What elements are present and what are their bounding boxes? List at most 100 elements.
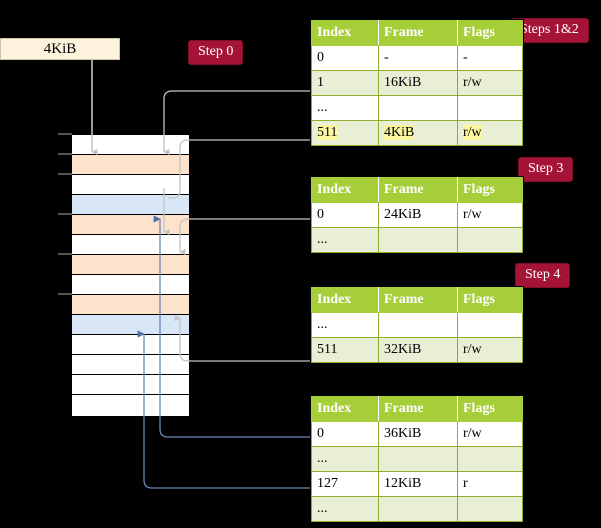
table-row[interactable]: ... (311, 496, 523, 522)
table-row[interactable]: ... (311, 95, 523, 121)
cell-flags (457, 227, 523, 253)
memory-tick (58, 213, 72, 215)
cell-index: 0 (311, 421, 379, 447)
page-table-1: Index Frame Flags 0 - - 1 16KiB r/w ... (311, 20, 523, 146)
table-header-row: Index Frame Flags (311, 177, 523, 203)
cell-flags (457, 496, 523, 522)
cell-frame (378, 312, 458, 338)
memory-tick (58, 293, 72, 295)
memory-row (72, 175, 189, 195)
virtual-address-box: 4KiB (0, 38, 120, 60)
cell-frame: - (378, 45, 458, 71)
page-table-2: Index Frame Flags 0 24KiB r/w ... (311, 177, 523, 253)
cell-index: ... (311, 227, 379, 253)
column-header-index: Index (311, 177, 379, 203)
cell-index: ... (311, 95, 379, 121)
cell-flags (457, 95, 523, 121)
memory-tick (58, 153, 72, 155)
column-header-index: Index (311, 287, 379, 313)
memory-tick (58, 133, 72, 135)
cell-index: ... (311, 312, 379, 338)
table-row[interactable]: ... (311, 227, 523, 253)
badge-steps-1-2: Steps 1&2 (511, 19, 588, 42)
memory-row (72, 315, 189, 335)
cell-index: 0 (311, 45, 379, 71)
badge-step-0-label: Step 0 (198, 44, 234, 59)
badge-step-0: Step 0 (189, 41, 243, 64)
table-header-row: Index Frame Flags (311, 396, 523, 422)
table-row[interactable]: ... (311, 312, 523, 338)
column-header-frame: Frame (378, 396, 458, 422)
column-header-frame: Frame (378, 287, 458, 313)
memory-row (72, 375, 189, 395)
badge-step-4-label: Step 4 (525, 267, 561, 282)
wire-step4 (174, 314, 312, 362)
table-row[interactable]: 1 16KiB r/w (311, 70, 523, 96)
memory-row (72, 235, 189, 255)
table-row[interactable]: 0 - - (311, 45, 523, 71)
page-table-3: Index Frame Flags ... 511 32KiB r/w (311, 287, 523, 363)
memory-row (72, 135, 189, 155)
cell-frame: 16KiB (378, 70, 458, 96)
column-header-flags: Flags (457, 396, 523, 422)
memory-row (72, 255, 189, 275)
cell-frame (378, 446, 458, 472)
cell-flags: r/w (457, 337, 523, 363)
cell-index: ... (311, 446, 379, 472)
badge-step-4: Step 4 (516, 264, 570, 287)
cell-frame: 36KiB (378, 421, 458, 447)
badge-step-3-label: Step 3 (528, 161, 564, 176)
cell-frame: 32KiB (378, 337, 458, 363)
cell-flags: r/w (457, 421, 523, 447)
cell-frame (378, 95, 458, 121)
memory-row (72, 355, 189, 375)
table-row-highlighted[interactable]: 511 4KiB r/w (311, 120, 523, 146)
cell-frame: 24KiB (378, 202, 458, 228)
table-row[interactable]: 127 12KiB r (311, 471, 523, 497)
table-header-row: Index Frame Flags (311, 20, 523, 46)
badge-step-3: Step 3 (519, 158, 573, 181)
table-row[interactable]: ... (311, 446, 523, 472)
table-row[interactable]: 0 36KiB r/w (311, 421, 523, 447)
memory-row (72, 295, 189, 315)
memory-row (72, 335, 189, 355)
virtual-address-label: 4KiB (43, 41, 77, 57)
memory-row (72, 215, 189, 235)
cell-index: 1 (311, 70, 379, 96)
memory-row (72, 275, 189, 295)
cell-frame (378, 496, 458, 522)
wire-step3 (179, 218, 312, 256)
column-header-index: Index (311, 20, 379, 46)
cell-index: 0 (311, 202, 379, 228)
cell-flags: r (457, 471, 523, 497)
physical-memory-column (70, 133, 191, 416)
column-header-index: Index (311, 396, 379, 422)
cell-index: ... (311, 496, 379, 522)
memory-row (72, 195, 189, 215)
column-header-frame: Frame (378, 177, 458, 203)
cell-frame: 12KiB (378, 471, 458, 497)
cell-flags: r/w (457, 120, 523, 146)
cell-flags (457, 446, 523, 472)
column-header-frame: Frame (378, 20, 458, 46)
page-table-4: Index Frame Flags 0 36KiB r/w ... 127 12… (311, 396, 523, 522)
column-header-flags: Flags (457, 177, 523, 203)
memory-row (72, 395, 189, 416)
column-header-flags: Flags (457, 20, 523, 46)
cell-flags: r/w (457, 70, 523, 96)
cell-frame (378, 227, 458, 253)
memory-row (72, 155, 189, 175)
table-row[interactable]: 0 24KiB r/w (311, 202, 523, 228)
cell-flags (457, 312, 523, 338)
table-row[interactable]: 511 32KiB r/w (311, 337, 523, 363)
memory-tick (58, 173, 72, 175)
badge-steps-1-2-label: Steps 1&2 (520, 22, 579, 37)
table-header-row: Index Frame Flags (311, 287, 523, 313)
cell-flags: - (457, 45, 523, 71)
memory-tick (58, 253, 72, 255)
cell-index: 127 (311, 471, 379, 497)
cell-flags: r/w (457, 202, 523, 228)
cell-index: 511 (311, 120, 379, 146)
cell-index: 511 (311, 337, 379, 363)
